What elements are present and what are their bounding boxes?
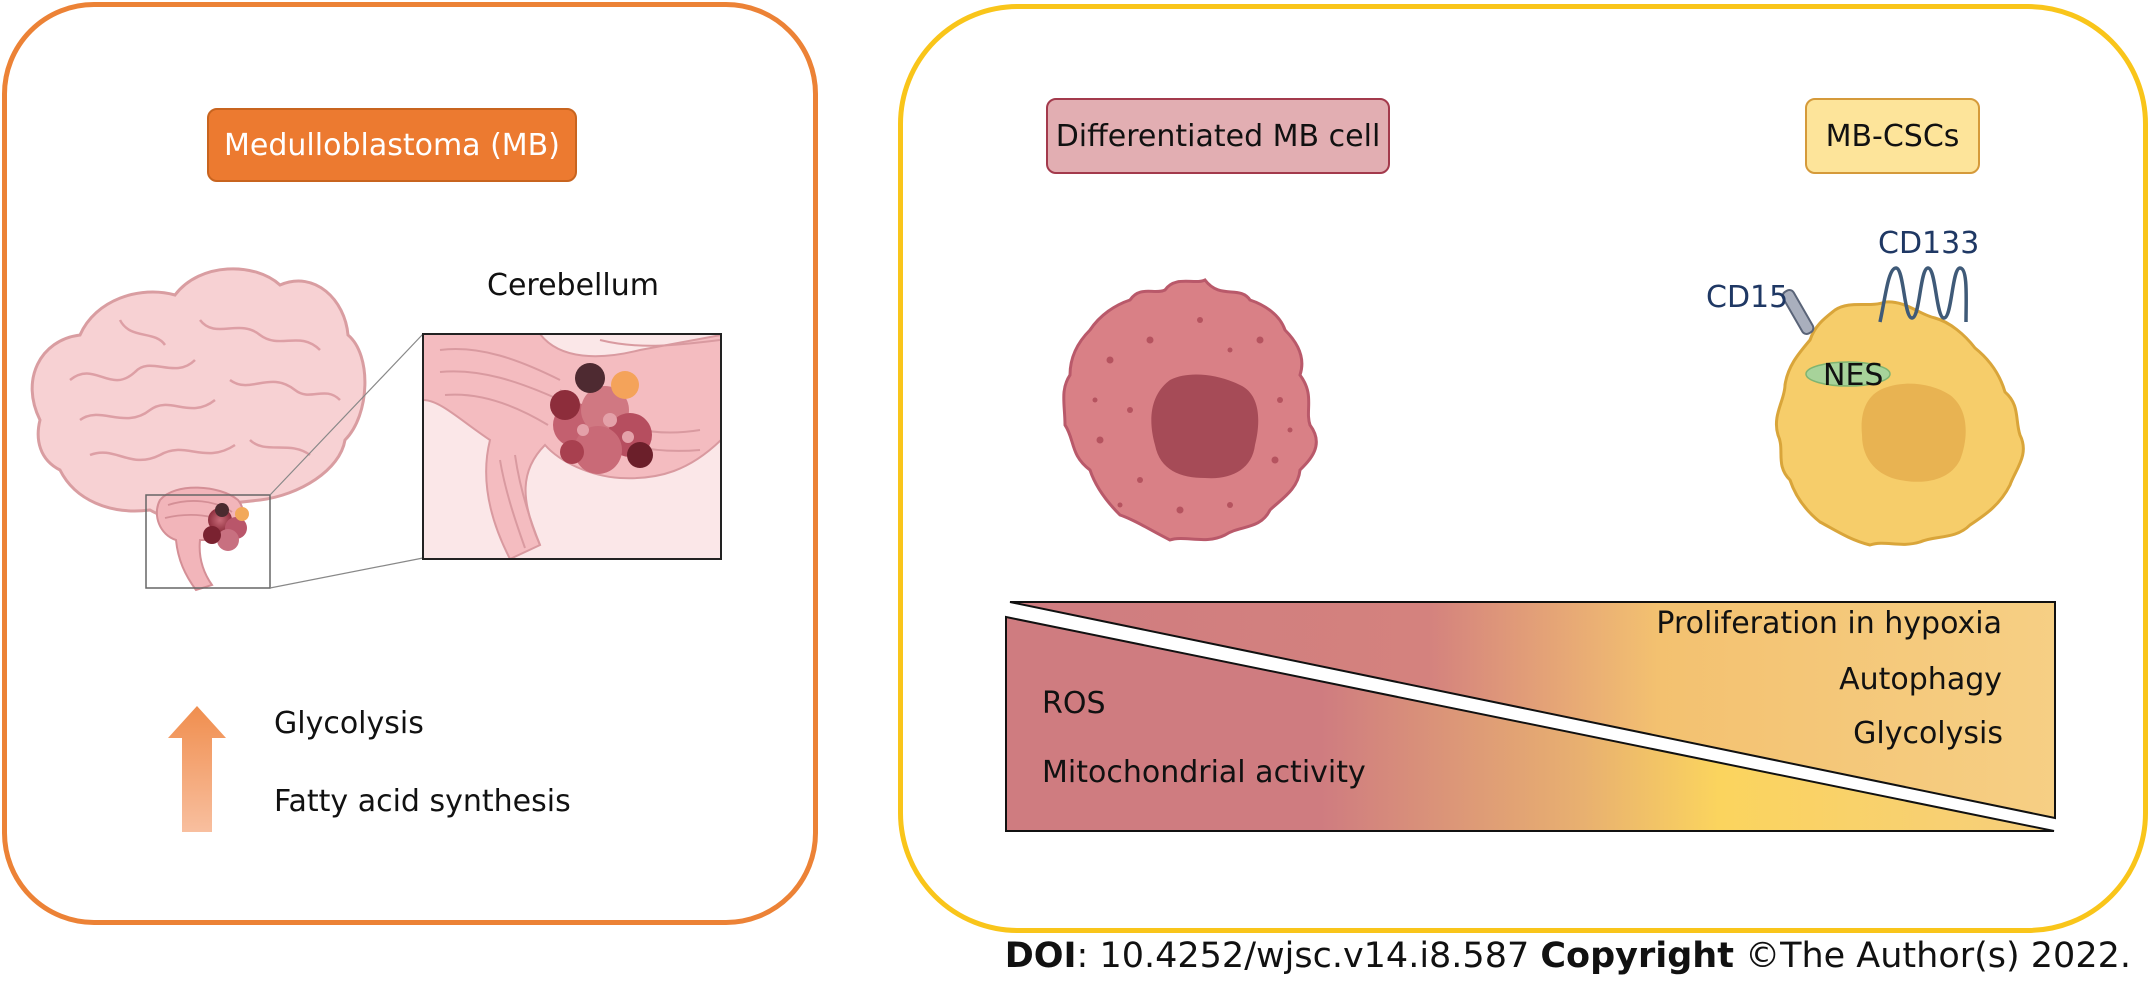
brain-illustration xyxy=(30,267,424,592)
medulloblastoma-title: Medulloblastoma (MB) xyxy=(207,108,577,182)
doi-value: : 10.4252/wjsc.v14.i8.587 xyxy=(1076,936,1541,976)
csc-title: MB-CSCs xyxy=(1805,98,1980,174)
citation-footer: DOI: 10.4252/wjsc.v14.i8.587 Copyright ©… xyxy=(1005,936,2131,976)
metabolic-gradient xyxy=(1005,601,2056,832)
autophagy-label: Autophagy xyxy=(1839,662,2002,697)
cd133-receptor-icon xyxy=(1878,266,1968,323)
up-arrow-icon xyxy=(168,706,226,832)
upregulated-glycolysis-label: Glycolysis xyxy=(274,706,424,741)
copyright-label: Copyright xyxy=(1540,936,1734,976)
doi-label: DOI xyxy=(1004,936,1077,976)
differentiated-cell xyxy=(1062,278,1318,542)
mitochondrial-activity-label: Mitochondrial activity xyxy=(1042,755,1366,790)
cd15-receptor-icon xyxy=(1781,289,1815,335)
cerebellum-label: Cerebellum xyxy=(487,268,659,303)
tumor-large xyxy=(550,363,653,474)
proliferation-hypoxia-label: Proliferation in hypoxia xyxy=(1656,606,2002,641)
differentiated-cell-title: Differentiated MB cell xyxy=(1046,98,1390,174)
tumor-small xyxy=(203,503,249,551)
cd15-label: CD15 xyxy=(1706,280,1789,315)
glycolysis-csc-label: Glycolysis xyxy=(1853,716,2003,751)
nes-label: NES xyxy=(1823,358,1884,393)
ros-label: ROS xyxy=(1042,686,1106,721)
upregulated-fatty-acid-label: Fatty acid synthesis xyxy=(274,784,571,819)
cd133-label: CD133 xyxy=(1878,226,1980,261)
cerebellum-zoom xyxy=(422,333,722,560)
copyright-value: ©The Author(s) 2022. xyxy=(1733,936,2131,976)
csc-cell xyxy=(1775,266,2025,547)
